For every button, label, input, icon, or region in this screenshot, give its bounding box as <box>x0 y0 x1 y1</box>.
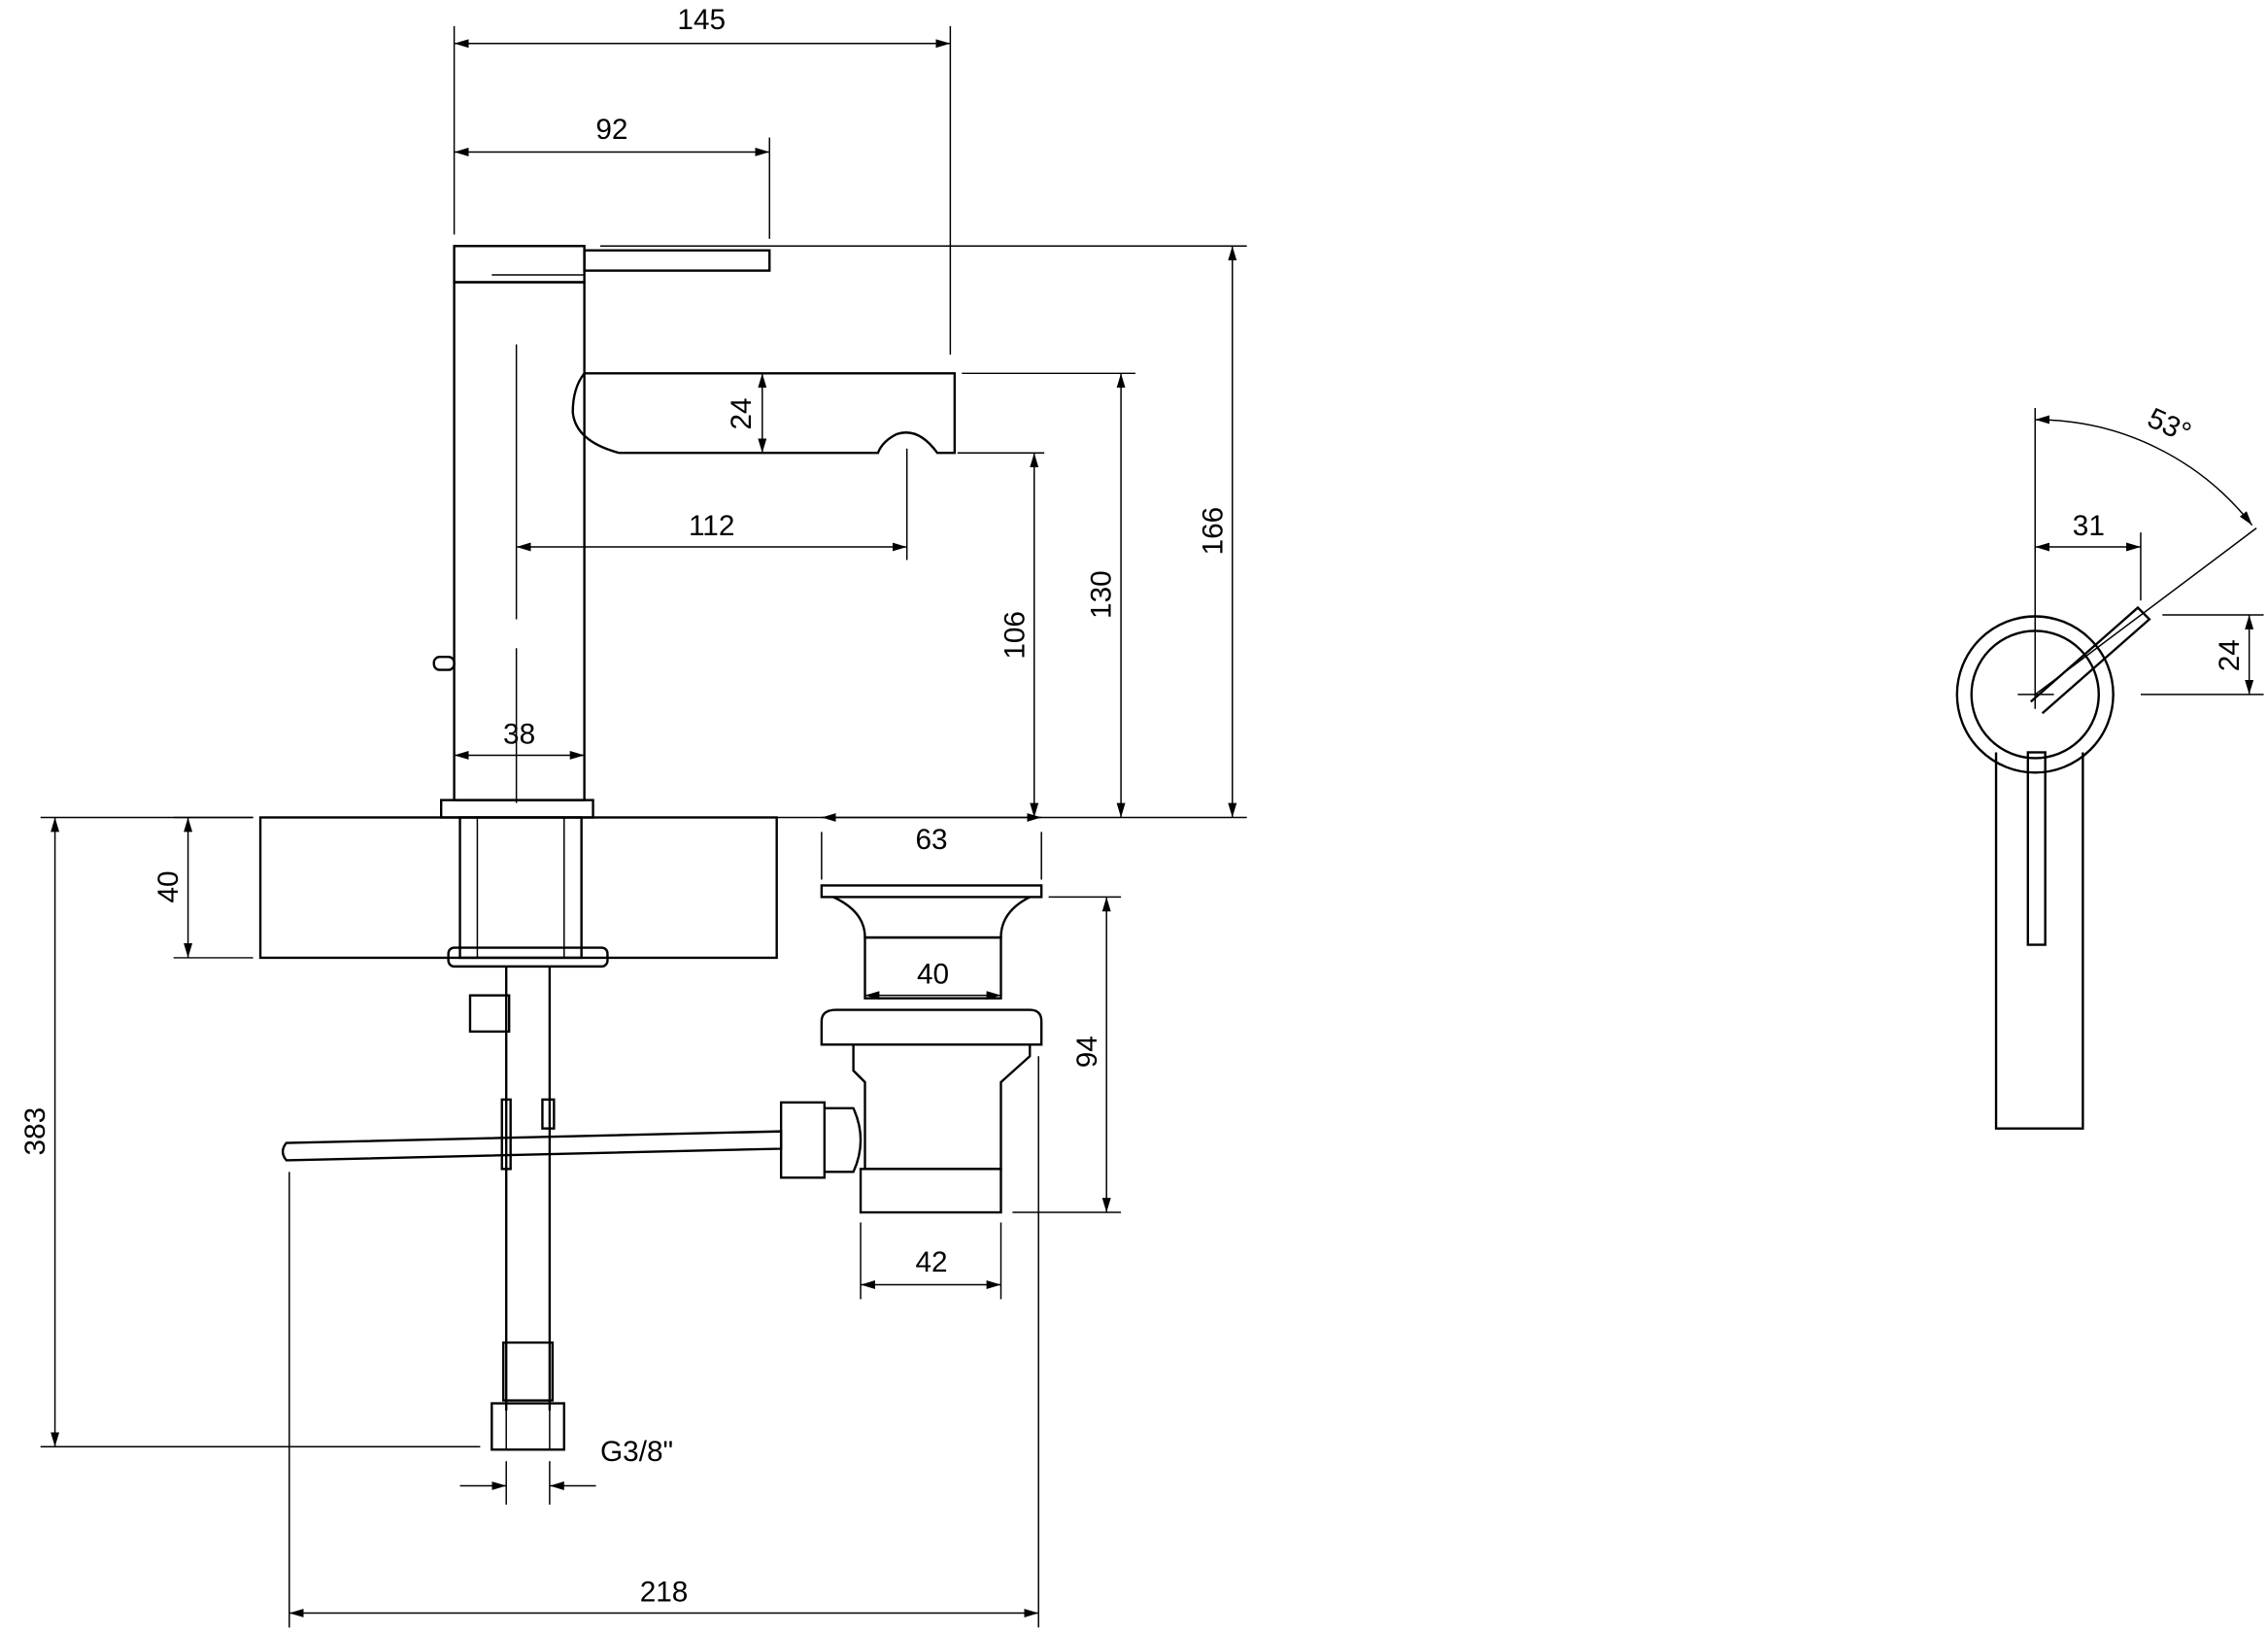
drain-view <box>779 884 1043 1214</box>
dim-112: 112 <box>689 510 734 542</box>
dim-63: 63 <box>915 824 947 856</box>
dim-53-deg: 53° <box>2143 402 2196 450</box>
dim-383: 383 <box>19 1107 51 1156</box>
dim-40-drain: 40 <box>917 959 949 991</box>
dim-130: 130 <box>1086 570 1118 619</box>
thread-label: G3/8" <box>600 1436 673 1468</box>
dim-106: 106 <box>999 611 1031 660</box>
dim-24-top: 24 <box>2214 639 2246 671</box>
dim-92: 92 <box>595 114 627 146</box>
dim-40-deck: 40 <box>152 870 185 902</box>
dim-42: 42 <box>915 1246 947 1278</box>
faucet-top-view <box>1955 408 2257 1130</box>
dim-166: 166 <box>1197 507 1229 556</box>
faucet-front-view <box>258 245 957 1451</box>
dim-218: 218 <box>640 1577 689 1609</box>
dimension-labels: 145 92 166 130 106 24 112 38 40 383 218 … <box>19 4 2246 1609</box>
dim-31: 31 <box>2073 510 2105 542</box>
dim-38: 38 <box>503 719 535 751</box>
dim-94: 94 <box>1071 1036 1103 1068</box>
dimension-lines <box>40 25 2264 1628</box>
dim-24: 24 <box>726 397 758 429</box>
dim-145: 145 <box>677 4 726 36</box>
